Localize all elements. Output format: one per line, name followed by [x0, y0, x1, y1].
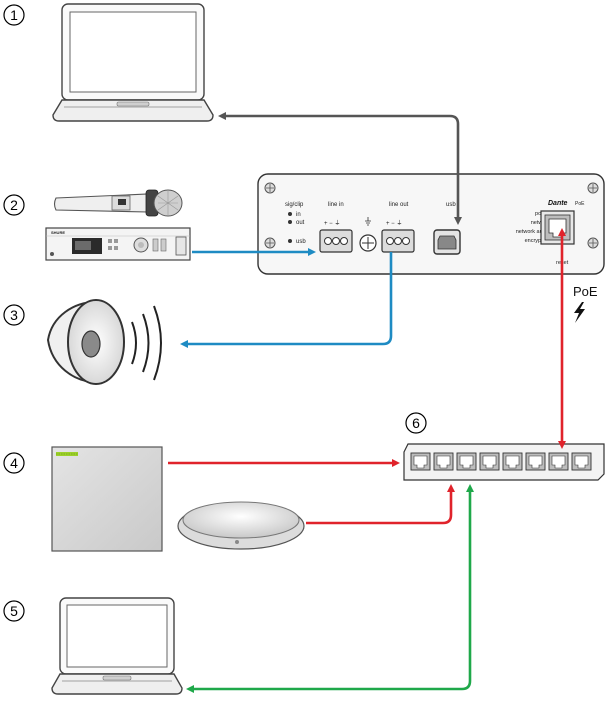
- usb-cable: [218, 112, 462, 225]
- laptop-dante-cable: [186, 484, 474, 693]
- led-usb-label: usb: [296, 239, 306, 245]
- table-array-microphone-icon: [177, 501, 305, 550]
- switch-port: [479, 452, 500, 471]
- led-out-label: out: [296, 220, 305, 226]
- laptop-icon: [52, 3, 214, 122]
- step-marker-2: 2: [3, 194, 25, 216]
- step-marker-6: 6: [405, 412, 427, 434]
- switch-port: [502, 452, 523, 471]
- line-in-polarity: + − ⏚: [324, 220, 340, 227]
- poe-label: PoE: [573, 284, 598, 299]
- switch-port: [548, 452, 569, 471]
- receiver-brand: SHURE: [51, 230, 65, 235]
- step-marker-3: 3: [3, 304, 25, 326]
- wireless-receiver-icon: SHURE: [45, 227, 191, 261]
- usb-port-label: usb: [446, 202, 456, 208]
- line-out-polarity: + − ⏚: [386, 220, 402, 227]
- marker-text: 4: [10, 455, 18, 471]
- usb-b-port: [433, 229, 461, 255]
- switch-port: [410, 452, 431, 471]
- dante-logo: Dante: [548, 200, 568, 207]
- marker-text: 3: [10, 307, 18, 323]
- led-in: [288, 212, 292, 216]
- status-led-label: network audio: [516, 229, 550, 235]
- step-marker-4: 4: [3, 452, 25, 474]
- led-out: [288, 220, 292, 224]
- table-mic-dante-cable: [306, 484, 455, 525]
- marker-text: 6: [412, 415, 420, 431]
- line-in-connector: [319, 229, 353, 253]
- line-out-connector: [381, 229, 415, 253]
- lightning-bolt-icon: [574, 302, 585, 323]
- marker-text: 1: [10, 7, 18, 23]
- audio-network-interface: sig/clip in out usb line in + − ⏚ line o…: [257, 173, 605, 275]
- switch-port: [525, 452, 546, 471]
- screw-icon: [264, 237, 276, 249]
- line-in-label: line in: [328, 202, 344, 208]
- switch-port: [433, 452, 454, 471]
- status-led-label: encryption: [525, 238, 550, 244]
- screw-icon: [587, 182, 599, 194]
- dante-ethernet-port: [540, 210, 575, 245]
- line-out-label: line out: [389, 202, 409, 208]
- switch-port: [571, 452, 592, 471]
- laptop-icon: [51, 597, 183, 695]
- screw-icon: [264, 182, 276, 194]
- led-usb: [288, 239, 292, 243]
- screw-icon: [587, 237, 599, 249]
- step-marker-1: 1: [3, 4, 25, 26]
- step-marker-5: 5: [3, 600, 25, 622]
- analog-output-cable: [180, 252, 393, 348]
- marker-text: 2: [10, 197, 18, 213]
- dante-poe-label: PoE: [575, 201, 585, 207]
- ceiling-array-microphone-icon: [51, 446, 163, 552]
- switch-port: [456, 452, 477, 471]
- loudspeaker-icon: [46, 299, 162, 385]
- marker-text: 5: [10, 603, 18, 619]
- led-in-label: in: [296, 212, 301, 218]
- sig-clip-label: sig/clip: [285, 202, 304, 208]
- network-switch-icon: [403, 443, 605, 481]
- wireless-microphone-icon: [53, 189, 183, 217]
